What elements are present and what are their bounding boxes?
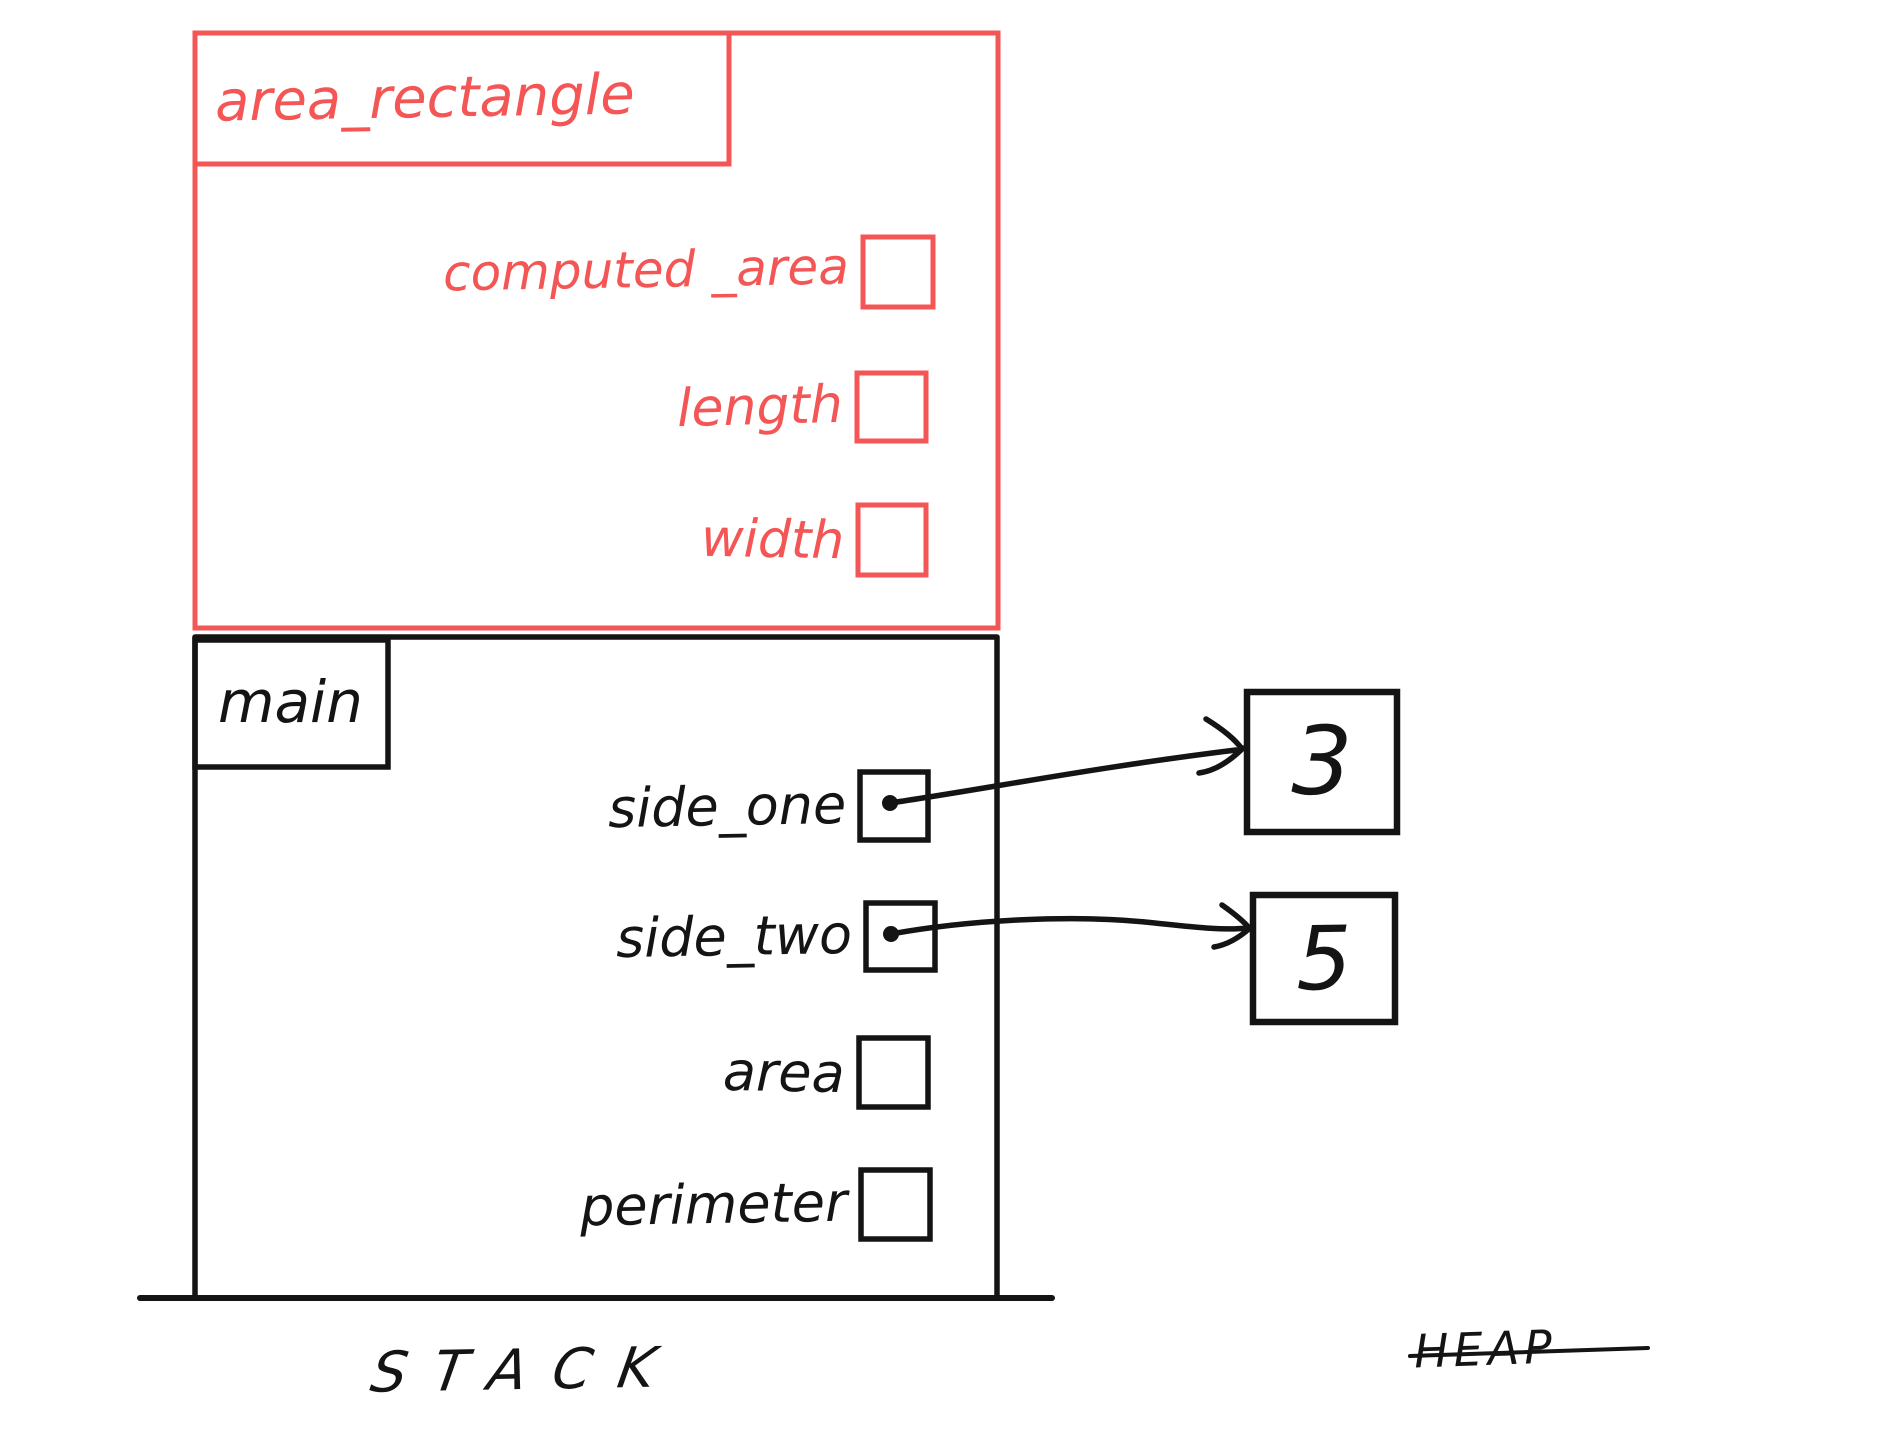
var-label-side-two: side_two xyxy=(615,902,853,971)
var-label-width: width xyxy=(700,508,845,571)
var-label-length: length xyxy=(676,374,844,440)
stack-region-label: STACK xyxy=(366,1335,687,1406)
var-slot-width xyxy=(855,502,929,578)
var-label-side-one: side_one xyxy=(607,772,847,840)
frame-title-main: main xyxy=(218,668,363,736)
var-label-perimeter: perimeter xyxy=(579,1170,848,1239)
var-label-area: area xyxy=(722,1039,846,1106)
main-title-box xyxy=(192,637,391,770)
var-label-computed-area: computed _area xyxy=(442,237,850,303)
var-slot-computed-area xyxy=(860,234,936,310)
heap-value-3: 3 xyxy=(1290,706,1354,818)
heap-value-5: 5 xyxy=(1295,906,1353,1011)
heap-box-3 xyxy=(1243,688,1401,836)
var-slot-perimeter xyxy=(858,1167,933,1242)
heap-label-strike xyxy=(1408,1346,1650,1358)
var-slot-side-one xyxy=(857,769,931,843)
var-slot-side-two xyxy=(863,900,938,973)
heap-region-label: HEAP xyxy=(1413,1319,1558,1379)
area-rectangle-title-box xyxy=(192,30,732,167)
var-slot-length xyxy=(854,370,929,444)
pointer-arrow-side-two xyxy=(883,902,1253,950)
main-frame-outline xyxy=(192,634,1000,1298)
pointer-arrow-side-one xyxy=(882,716,1246,811)
frame-title-area-rectangle: area_rectangle xyxy=(214,61,636,135)
heap-box-5 xyxy=(1249,891,1399,1026)
var-slot-area xyxy=(856,1035,931,1110)
